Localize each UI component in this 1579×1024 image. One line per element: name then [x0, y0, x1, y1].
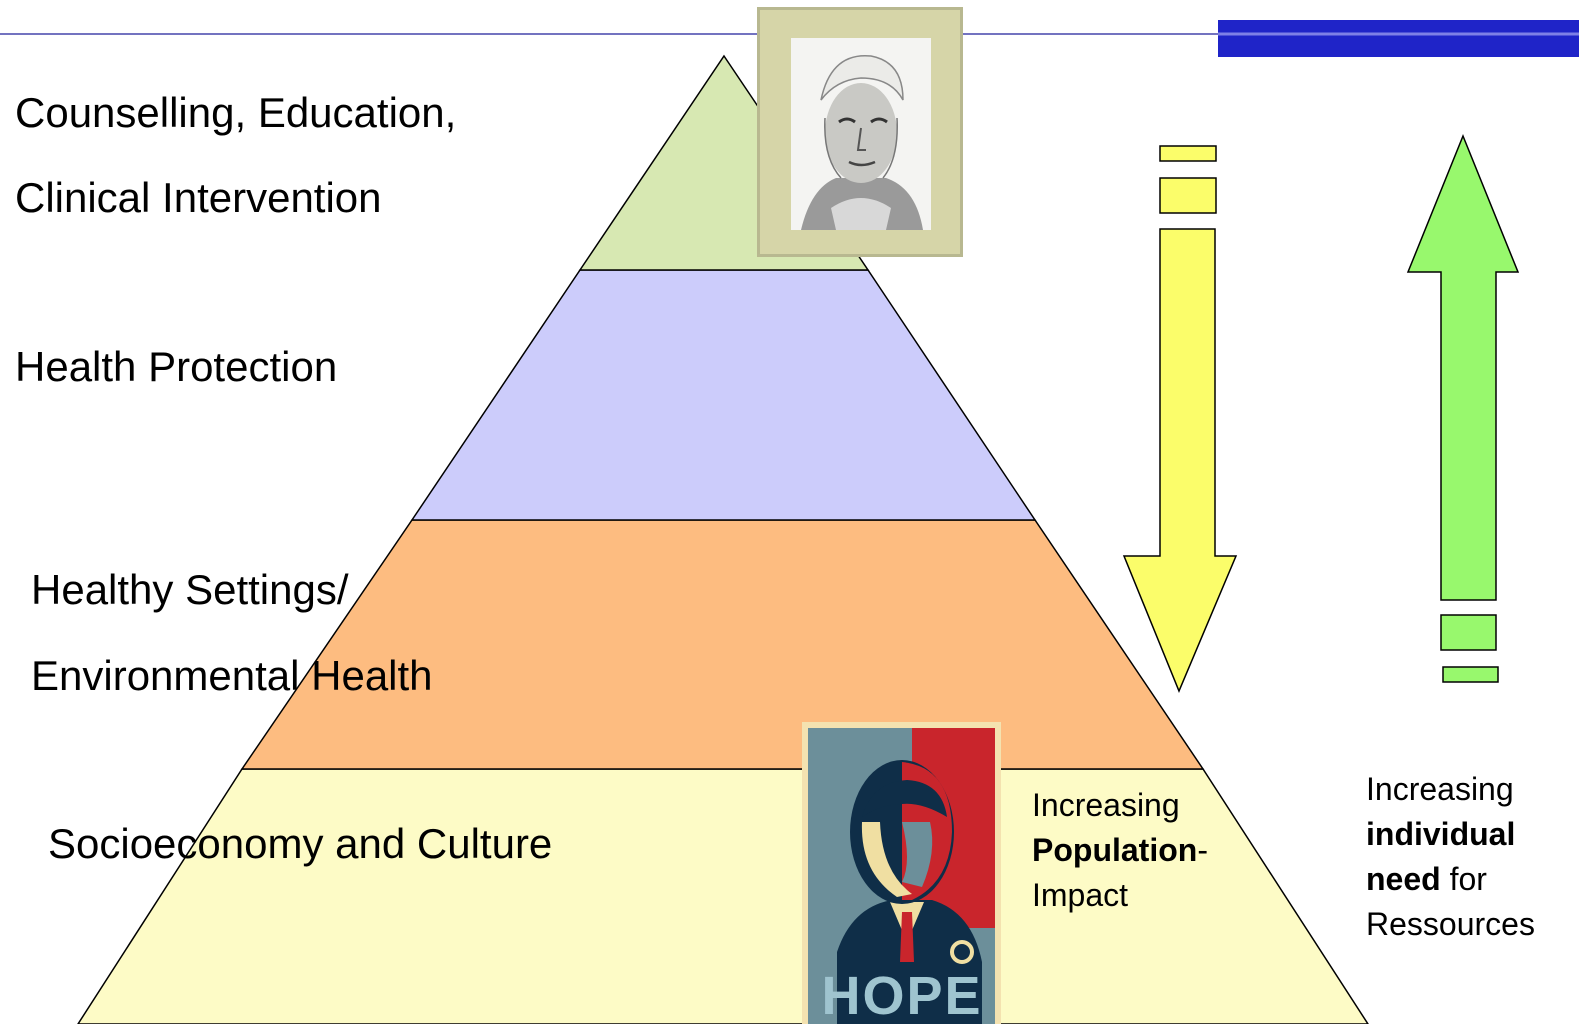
level-socioeconomy: Socioeconomy and Culture: [48, 820, 553, 867]
population-impact-note: Increasing Population- Impact: [1032, 783, 1208, 918]
individual-need-line1: Increasing: [1366, 771, 1514, 807]
level-healthy-settings-line2: Environmental Health: [31, 652, 433, 699]
pyramid-level-health-protection: [410, 269, 1037, 521]
individual-need-note: Increasing individual need for Ressource…: [1366, 767, 1535, 947]
header-bar: [1218, 20, 1579, 57]
individual-need-line2: individual: [1366, 812, 1535, 857]
pyramid-level-healthy-settings: [240, 519, 1205, 770]
level-health-protection: Health Protection: [15, 343, 338, 390]
population-impact-bold: Population: [1032, 832, 1198, 868]
population-impact-line2: Population-: [1032, 828, 1208, 873]
hope-poster-image: HOPE: [802, 722, 1001, 1024]
individual-need-line3: need for: [1366, 857, 1535, 902]
surgeon-portrait-frame: [757, 7, 963, 257]
individual-need-for: for: [1440, 861, 1487, 897]
population-impact-dash: -: [1197, 832, 1208, 868]
surgeon-portrait-image: [791, 38, 931, 230]
population-impact-line1: Increasing: [1032, 787, 1180, 823]
arrow-down-population-impact: [1122, 145, 1238, 693]
hope-poster-text: HOPE: [821, 966, 983, 1024]
population-impact-line3: Impact: [1032, 877, 1129, 913]
level-counselling-line2: Clinical Intervention: [15, 174, 382, 221]
individual-need-line4: Ressources: [1366, 906, 1535, 942]
individual-need-bold2: need: [1366, 861, 1441, 897]
individual-need-bold1: individual: [1366, 816, 1516, 852]
level-healthy-settings-line1: Healthy Settings/: [31, 566, 349, 613]
level-counselling-line1: Counselling, Education,: [15, 89, 457, 136]
arrow-up-individual-need: [1406, 133, 1520, 683]
